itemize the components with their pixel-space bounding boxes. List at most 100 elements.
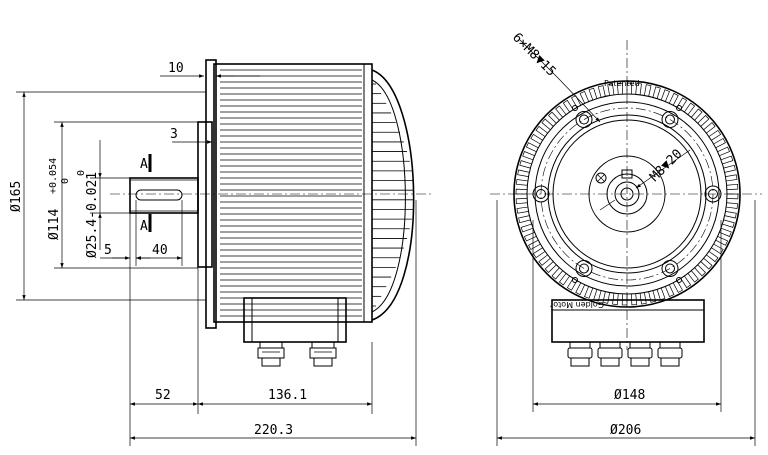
cooling-tooth [648,290,657,303]
bolt-hole [575,259,593,277]
cooling-tooth [541,118,554,130]
cooling-tooth [708,129,722,141]
cooling-tooth [725,174,738,182]
hub [588,155,666,233]
front-gland-nut [567,347,593,359]
front-view: Patented Golden Motor 6×M8▼15 M8▼20 Ø148 [490,30,762,446]
front-gland-base [599,341,621,349]
cooling-tooth [518,215,531,224]
dim-40-label: 40 [152,243,168,258]
cooling-tooth [697,115,710,127]
bolt-hole [704,185,722,203]
dim-136-label: 136.1 [268,388,307,403]
dim-3-label: 3 [170,127,178,142]
dimension-5-40: 5 40 [100,200,183,266]
cooling-tooth [517,169,530,177]
cooling-tooth [515,198,528,205]
cooling-tooth [652,86,661,99]
junction-box [243,297,347,367]
dim-148-label: Ø148 [614,388,645,403]
cooling-tooth [532,247,546,259]
cooling-tooth [571,95,582,108]
cooling-fins [220,69,362,317]
bolt-hole-inner [665,263,675,274]
front-gland-cap [600,357,620,367]
cooling-tooth [691,108,703,121]
dimension-3: 3 [170,127,212,144]
cooling-tooth [694,264,706,277]
small-screw-icon [595,172,607,184]
brand-text: Golden Motor [549,300,604,309]
cooling-tooth [687,270,699,283]
small-hole [676,277,682,283]
cable-gland-right [309,341,337,367]
shaft [129,177,199,214]
cooling-tooth [522,151,535,161]
cooling-tooth [548,111,560,124]
dim-165-label: Ø165 [9,181,24,212]
cooling-tooth [538,254,551,266]
bolt-hole [575,111,593,129]
cooling-tooth [676,97,688,110]
dim-114-tol-lower: 0 [60,178,71,184]
bolt-hole [661,111,679,129]
patented-text: Patented [604,79,640,88]
front-junction-box [551,299,705,367]
rear-cover [371,69,415,321]
cooling-tooth [525,142,539,153]
cooling-tooth [717,146,731,157]
cooling-tooth [711,243,724,255]
front-gland-cap [630,357,650,367]
cable-gland-left [257,341,285,367]
cooling-tooth [515,188,528,195]
cooling-tooth [528,239,541,250]
cooling-tooth [635,83,642,95]
dim-52-label: 52 [155,388,171,403]
bolt-hole [532,185,550,203]
bolt-hole [661,259,679,277]
cooling-tooth [588,87,598,101]
dim-206-label: Ø206 [610,423,641,438]
cooling-tooth [516,206,529,214]
rear-cover-ribs [372,83,414,307]
section-a-marks: A A [140,154,152,234]
section-a-top-label: A [140,157,148,172]
dim-114-tol-upper: +0.054 [48,158,59,194]
cooling-tooth [724,211,737,219]
cooling-tooth [722,219,735,228]
cooling-tooth [723,164,736,173]
cooling-tooth [616,82,623,95]
cooling-tooth [706,251,719,263]
cooling-tooth [555,105,567,118]
cooling-tooth [544,261,557,273]
cooling-tooth [713,138,726,149]
cooling-tooth [720,155,734,165]
cooling-tooth [558,273,570,286]
front-gland-nut [597,347,623,359]
cooling-tooth [626,82,633,95]
small-hole [572,105,578,111]
bolt-hole-inner [665,114,675,125]
dimension-114: Ø114 +0.054 0 [47,121,198,269]
cooling-tooth [562,99,574,113]
cooling-tooth [668,92,679,106]
bolt-hole-inner [579,263,589,274]
cooling-tooth [684,102,696,115]
cooling-tooth [523,231,537,242]
hole-spec-label: 6×M8▼15 [509,30,558,79]
dimension-148: Ø148 [532,220,722,412]
front-gland-nut [627,347,653,359]
dimension-165: Ø165 [9,91,206,301]
dim-10-label: 10 [168,61,184,76]
cooling-tooth [703,122,716,134]
bolt-holes [532,105,722,283]
cooling-tooth [644,84,652,97]
cooling-tooth [715,235,729,246]
cooling-tooth [612,293,619,305]
dimension-25: Ø25.4-0.021 0 [76,140,130,258]
cooling-teeth-ring [515,82,739,306]
front-gland-cap [570,357,590,367]
cooling-tooth [575,282,586,296]
small-hole [676,105,682,111]
